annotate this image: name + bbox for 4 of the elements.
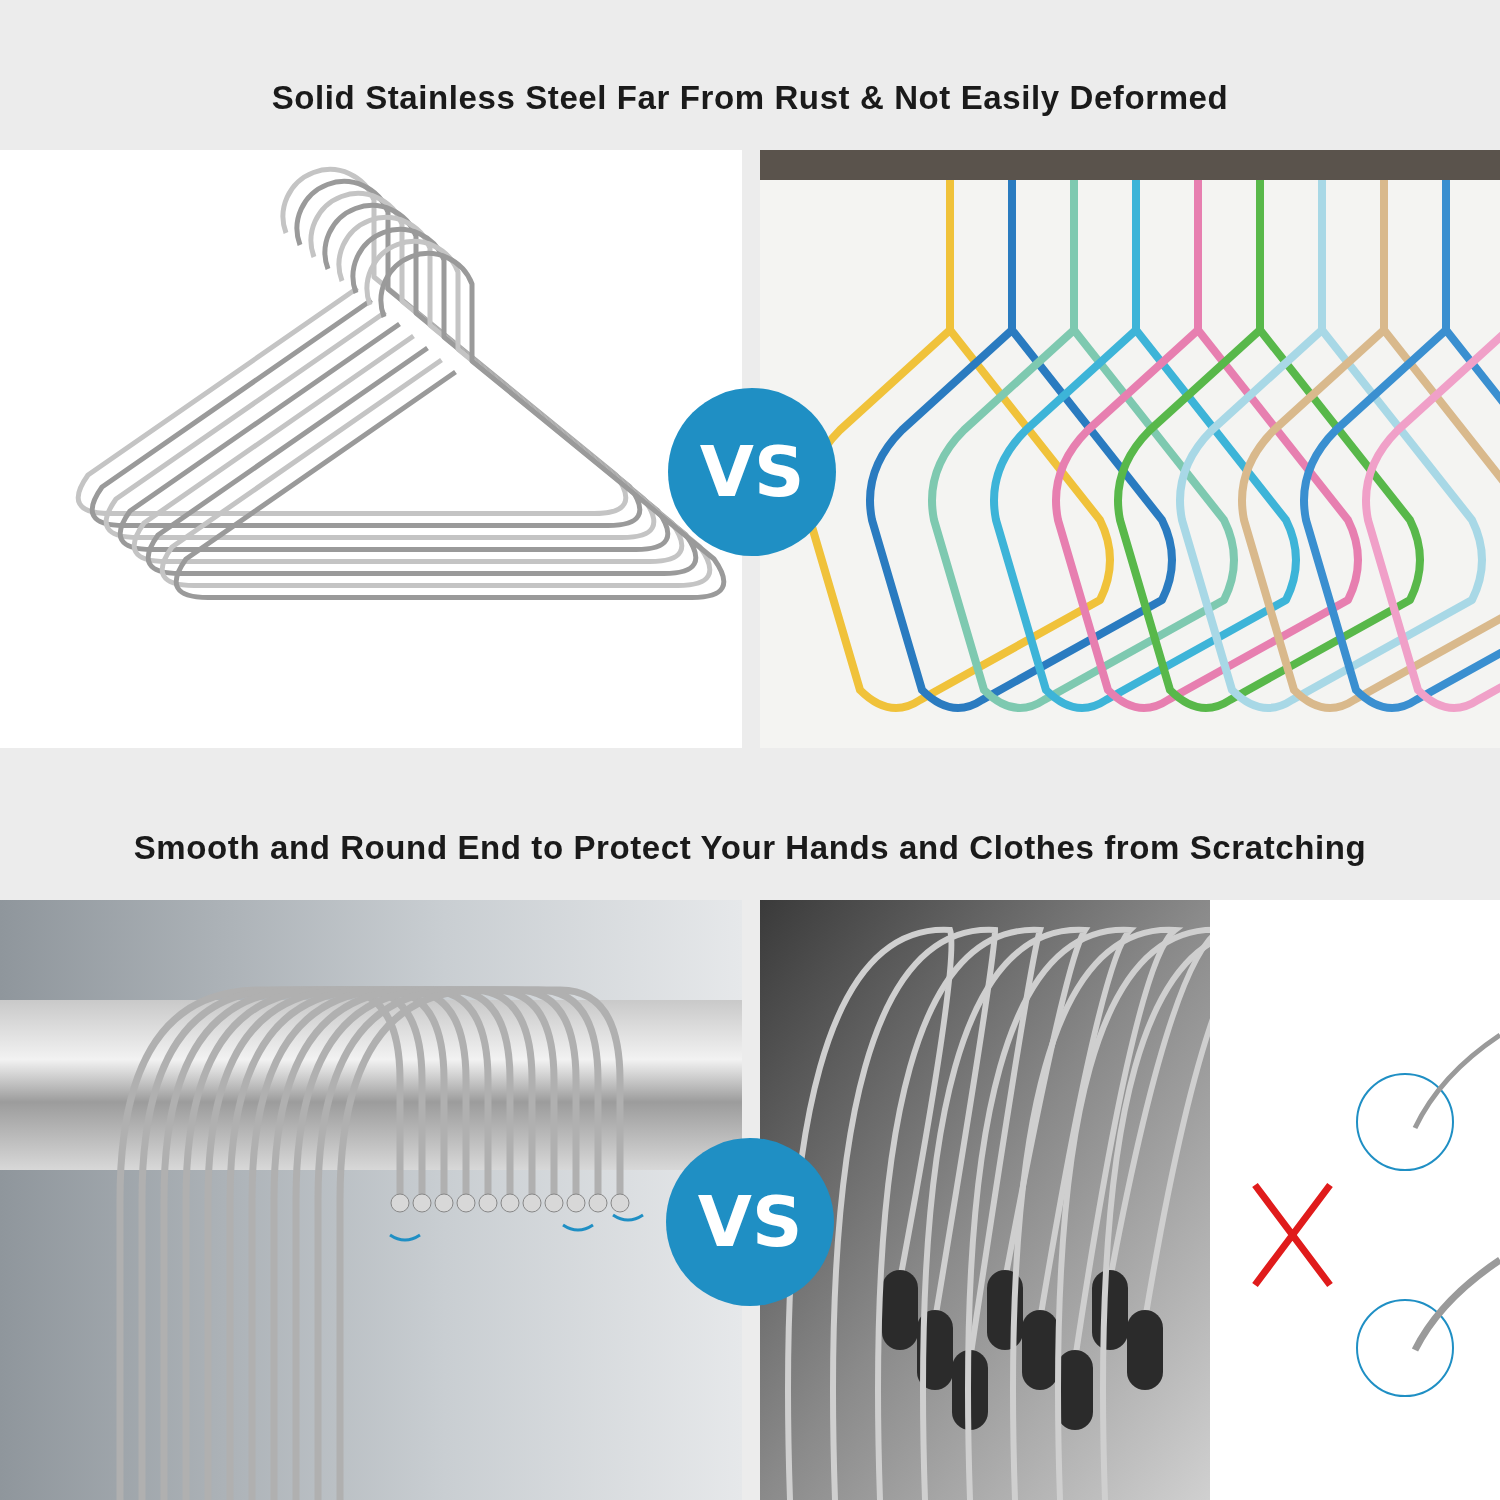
section-heading: Smooth and Round End to Protect Your Hands and Clothes from Scratching — [132, 828, 1368, 868]
versus-text: VS — [699, 431, 805, 513]
versus-text: VS — [697, 1181, 803, 1263]
section-heading: Solid Stainless Steel Far From Rust & Not Easily Deformed — [270, 78, 1230, 118]
